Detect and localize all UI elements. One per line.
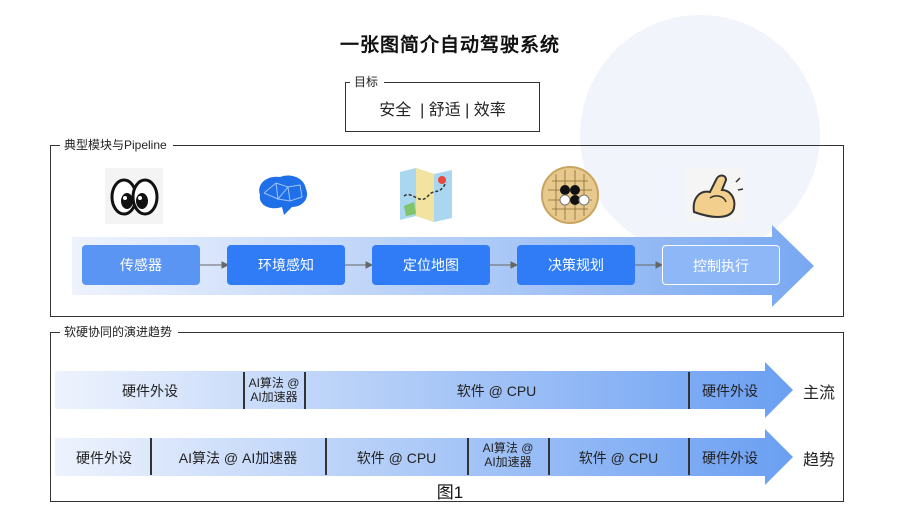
row2-segment-software: 软件 @ CPU (356, 450, 437, 466)
row2-segment-software-2: 软件 @ CPU (578, 450, 659, 466)
stage-perception: 环境感知 (227, 245, 345, 285)
row1-separator (688, 372, 690, 409)
trend-section (50, 332, 844, 502)
row1-segment-software: 软件 @ CPU (456, 383, 537, 399)
row1-separator (243, 372, 245, 409)
trend-row2-arrow (55, 429, 793, 485)
stage-localization-map: 定位地图 (372, 245, 490, 285)
trend-section-label: 软硬协同的演进趋势 (60, 324, 179, 340)
row2-separator (325, 438, 327, 475)
row2-segment-hardware: 硬件外设 (76, 450, 132, 466)
row2-segment-ai-2: AI算法 @ AI加速器 (482, 441, 534, 469)
goal-box (345, 82, 540, 132)
stage-control: 控制执行 (662, 245, 780, 285)
flexed-arm-icon (686, 168, 744, 222)
stage-sensor: 传感器 (82, 245, 200, 285)
trend-row1-arrow (55, 362, 793, 418)
row2-separator (548, 438, 550, 475)
map-icon (400, 168, 452, 222)
go-board-icon (541, 166, 599, 224)
eyes-icon (105, 168, 163, 224)
row1-segment-hardware: 硬件外设 (122, 383, 178, 399)
row1-segment-hardware-end: 硬件外设 (702, 383, 758, 399)
row2-segment-ai: AI算法 @ AI加速器 (178, 450, 298, 466)
pipeline-section (50, 145, 844, 317)
page-title: 一张图简介自动驾驶系统 (339, 35, 560, 56)
row1-separator (304, 372, 306, 409)
figure-caption: 图1 (436, 483, 464, 502)
row2-segment-hardware-end: 硬件外设 (702, 450, 758, 466)
row1-segment-ai: AI算法 @ AI加速器 (248, 376, 300, 404)
row1-label: 主流 (803, 385, 836, 402)
pipeline-section-label: 典型模块与Pipeline (60, 137, 173, 153)
goal-text: 安全 | 舒适 | 效率 (379, 102, 506, 119)
row2-separator (467, 438, 469, 475)
row2-separator (688, 438, 690, 475)
goal-label: 目标 (350, 74, 385, 90)
brain-icon (259, 175, 308, 215)
row2-label: 趋势 (803, 452, 836, 469)
stage-planning: 决策规划 (517, 245, 635, 285)
row2-separator (150, 438, 152, 475)
